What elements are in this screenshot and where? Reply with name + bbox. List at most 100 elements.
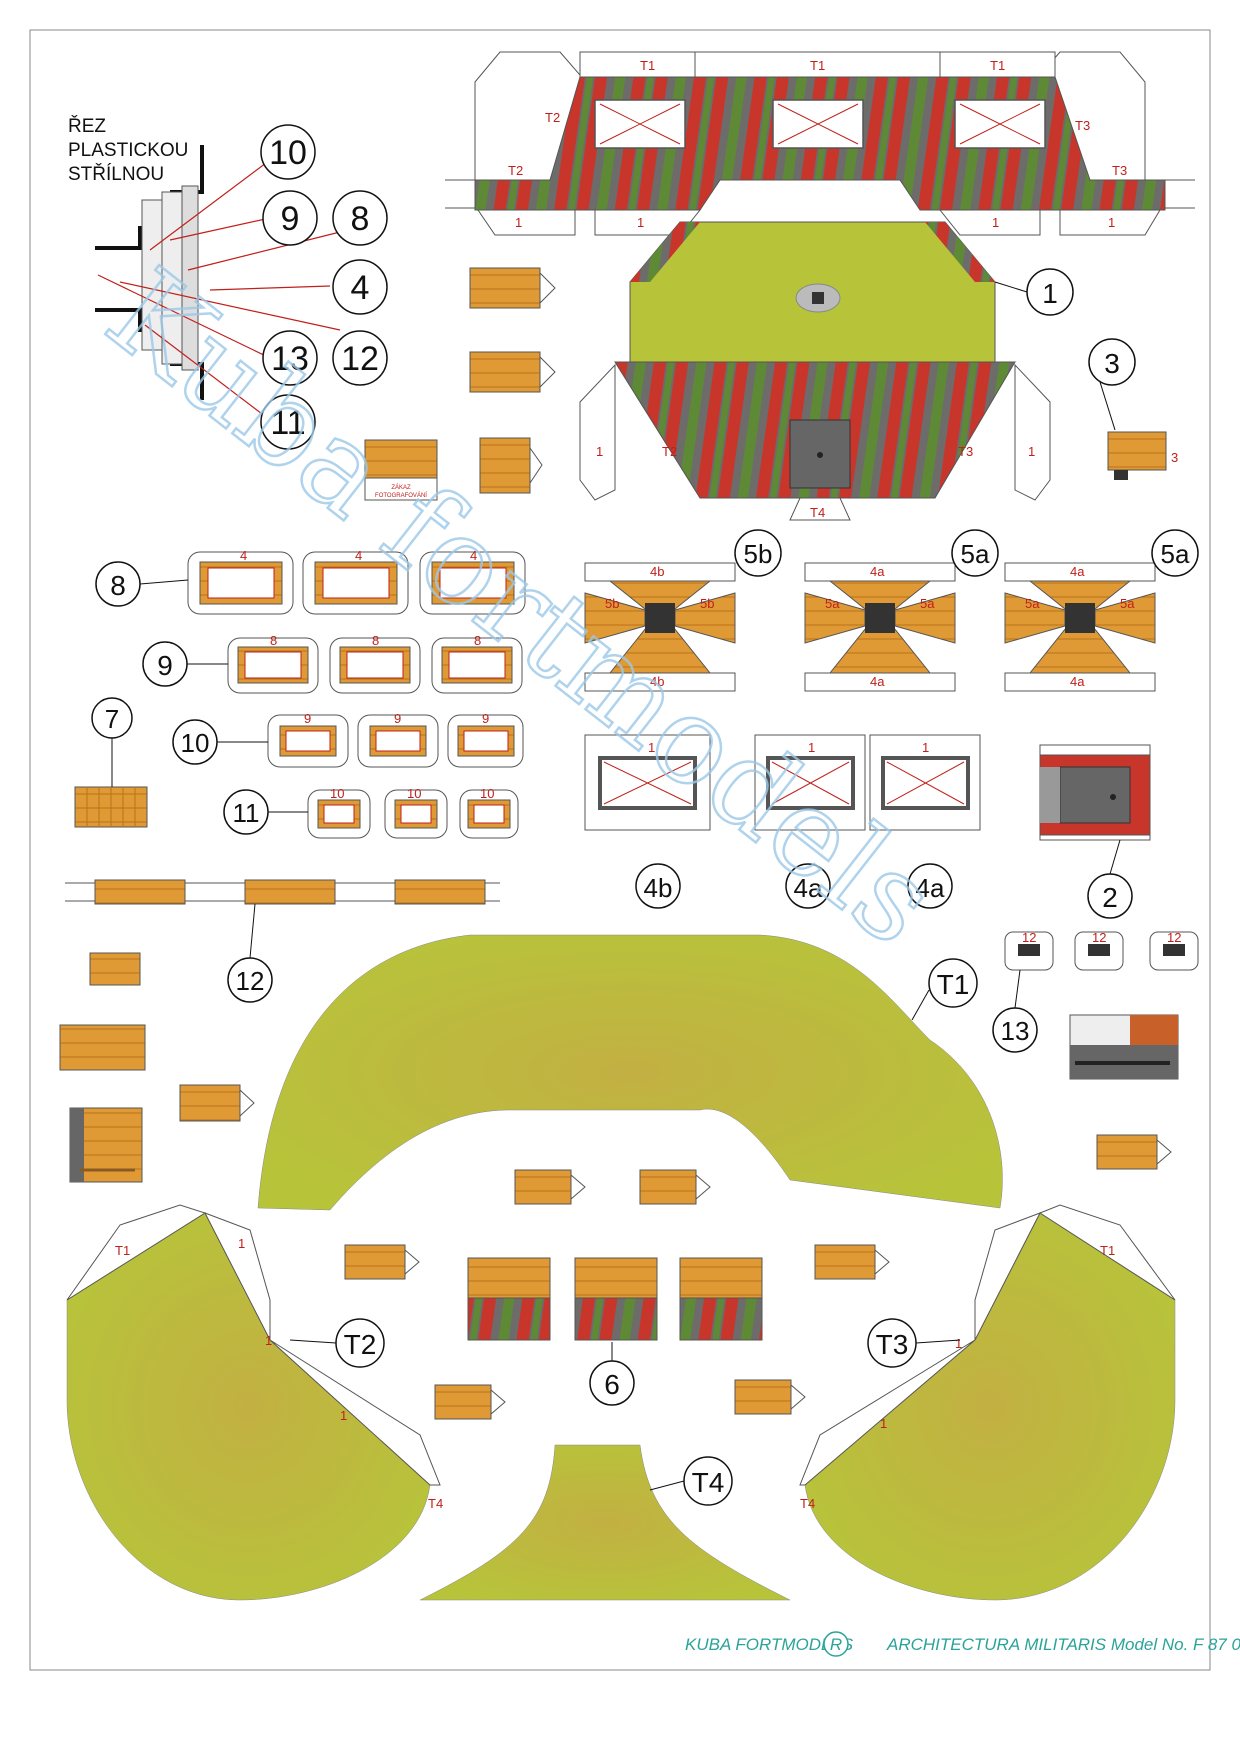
label-t3-b: T3	[1112, 163, 1127, 178]
footer: KUBA FORTMODELS R ARCHITECTURA MILITARIS…	[685, 1631, 1240, 1657]
callout-4: 4	[332, 259, 388, 315]
callout-10-left: 10	[172, 719, 218, 765]
scattered-boxes	[179, 1084, 1172, 1420]
svg-text:10: 10	[269, 134, 307, 172]
section-title-line-3: STŘÍLNOU	[68, 163, 164, 185]
label-four-a-bottom: 4a	[870, 674, 885, 689]
label-nine-a: 9	[304, 711, 311, 726]
svg-text:12: 12	[341, 340, 379, 378]
part-5b: 4b 4b 5b 5b	[584, 562, 736, 692]
svg-text:8: 8	[110, 570, 126, 601]
svg-text:T4: T4	[692, 1467, 725, 1498]
label-one-right-a: 1	[955, 1336, 962, 1351]
callout-9-left: 9	[142, 641, 188, 687]
callout-11: 11	[260, 394, 316, 450]
svg-text:4b: 4b	[644, 873, 673, 903]
callout-1: 1	[1026, 268, 1074, 316]
part-3: 3	[1107, 431, 1178, 480]
part-5a-1: 4a 4a 5a 5a	[804, 562, 956, 692]
frames-10	[267, 714, 524, 768]
svg-text:13: 13	[1001, 1016, 1030, 1046]
svg-text:13: 13	[271, 340, 309, 378]
callout-13: 13	[262, 330, 318, 386]
label-eight-a: 8	[270, 633, 277, 648]
svg-text:4a: 4a	[794, 873, 823, 903]
label-five-a-l-2: 5a	[1025, 596, 1040, 611]
callout-t4: T4	[683, 1456, 733, 1506]
callout-11-left: 11	[223, 789, 269, 835]
footer-brand: KUBA FORTMODELS	[685, 1635, 854, 1654]
svg-text:T2: T2	[344, 1329, 377, 1360]
label-four-a-top-2: 4a	[1070, 564, 1085, 579]
callout-t3: T3	[867, 1318, 917, 1368]
label-one-f: 1	[1028, 444, 1035, 459]
label-twelve-a: 12	[1022, 930, 1036, 945]
svg-text:11: 11	[233, 798, 260, 828]
part-5a-2: 4a 4a 5a 5a	[1004, 562, 1156, 692]
callout-10: 10	[260, 124, 316, 180]
label-five-a-l: 5a	[825, 596, 840, 611]
svg-text:5a: 5a	[961, 539, 990, 569]
label-ten-a: 10	[330, 786, 344, 801]
label-one-a: 1	[515, 215, 522, 230]
label-ten-c: 10	[480, 786, 494, 801]
strips-12	[65, 879, 500, 905]
svg-text:7: 7	[105, 704, 119, 734]
parts-4: 1 1 1	[584, 734, 981, 831]
svg-text:4: 4	[351, 269, 370, 307]
svg-text:6: 6	[604, 1369, 620, 1400]
callout-t1: T1	[928, 958, 978, 1008]
label-t2-b: T2	[508, 163, 523, 178]
callout-7: 7	[91, 697, 133, 739]
registered-icon	[823, 1631, 849, 1657]
svg-text:T3: T3	[876, 1329, 909, 1360]
label-t1-b: T1	[810, 58, 825, 73]
label-one-4b: 1	[648, 740, 655, 755]
label-one-b: 1	[637, 215, 644, 230]
frames-11	[307, 789, 519, 839]
label-t4-left: T4	[428, 1496, 443, 1511]
svg-text:T1: T1	[937, 969, 970, 1000]
label-t1-a: T1	[640, 58, 655, 73]
svg-text:3: 3	[1104, 348, 1120, 379]
label-one-left-b: 1	[265, 1333, 272, 1348]
callout-8: 8	[332, 190, 388, 246]
label-one-right-b: 1	[880, 1416, 887, 1431]
part-2	[1039, 744, 1151, 841]
callout-3: 3	[1088, 338, 1136, 386]
svg-text:11: 11	[270, 404, 305, 442]
svg-text:8: 8	[351, 200, 370, 238]
label-nine-b: 9	[394, 711, 401, 726]
parts-5: 4b 4b 5b 5b 4a 4a 5a 5a 4a 4	[584, 562, 1156, 692]
callout-t2: T2	[335, 1318, 385, 1368]
svg-text:9: 9	[157, 650, 173, 681]
no-photo-sign: ZÁKAZ FOTOGRAFOVÁNÍ	[364, 439, 438, 501]
label-four-b-bottom: 4b	[650, 674, 664, 689]
label-t3-front: T3	[958, 444, 973, 459]
label-one-d: 1	[1108, 215, 1115, 230]
svg-text:2: 2	[1102, 882, 1118, 913]
label-t1-c: T1	[990, 58, 1005, 73]
cross-section-diagram: ŘEZ PLASTICKOU STŘÍLNOU	[68, 115, 341, 421]
label-t1-left: T1	[115, 1243, 130, 1258]
footer-model: ARCHITECTURA MILITARIS Model No. F 87 00…	[886, 1635, 1240, 1654]
svg-text:10: 10	[181, 728, 210, 758]
notice-line-2: FOTOGRAFOVÁNÍ	[375, 492, 427, 499]
label-one-e: 1	[596, 444, 603, 459]
label-three: 3	[1171, 450, 1178, 465]
label-one-4a-1: 1	[808, 740, 815, 755]
frames-9	[227, 637, 523, 694]
svg-text:9: 9	[281, 200, 300, 238]
svg-text:4a: 4a	[916, 873, 945, 903]
label-t3-a: T3	[1075, 118, 1090, 133]
window-frames: 4 4 4 8 8 8 9 9 9 10 10 10	[187, 548, 526, 839]
notice-line-1: ZÁKAZ	[391, 484, 411, 491]
label-five-a-r: 5a	[920, 596, 935, 611]
label-one-left-c: 1	[340, 1408, 347, 1423]
label-four-a-top: 4a	[870, 564, 885, 579]
part-1-roof: T2 T3 T4 1 1	[579, 221, 1051, 521]
footer-brand-mark: R	[830, 1635, 842, 1654]
callout-12-bottom: 12	[227, 957, 273, 1003]
sheet-border	[29, 29, 1211, 1671]
